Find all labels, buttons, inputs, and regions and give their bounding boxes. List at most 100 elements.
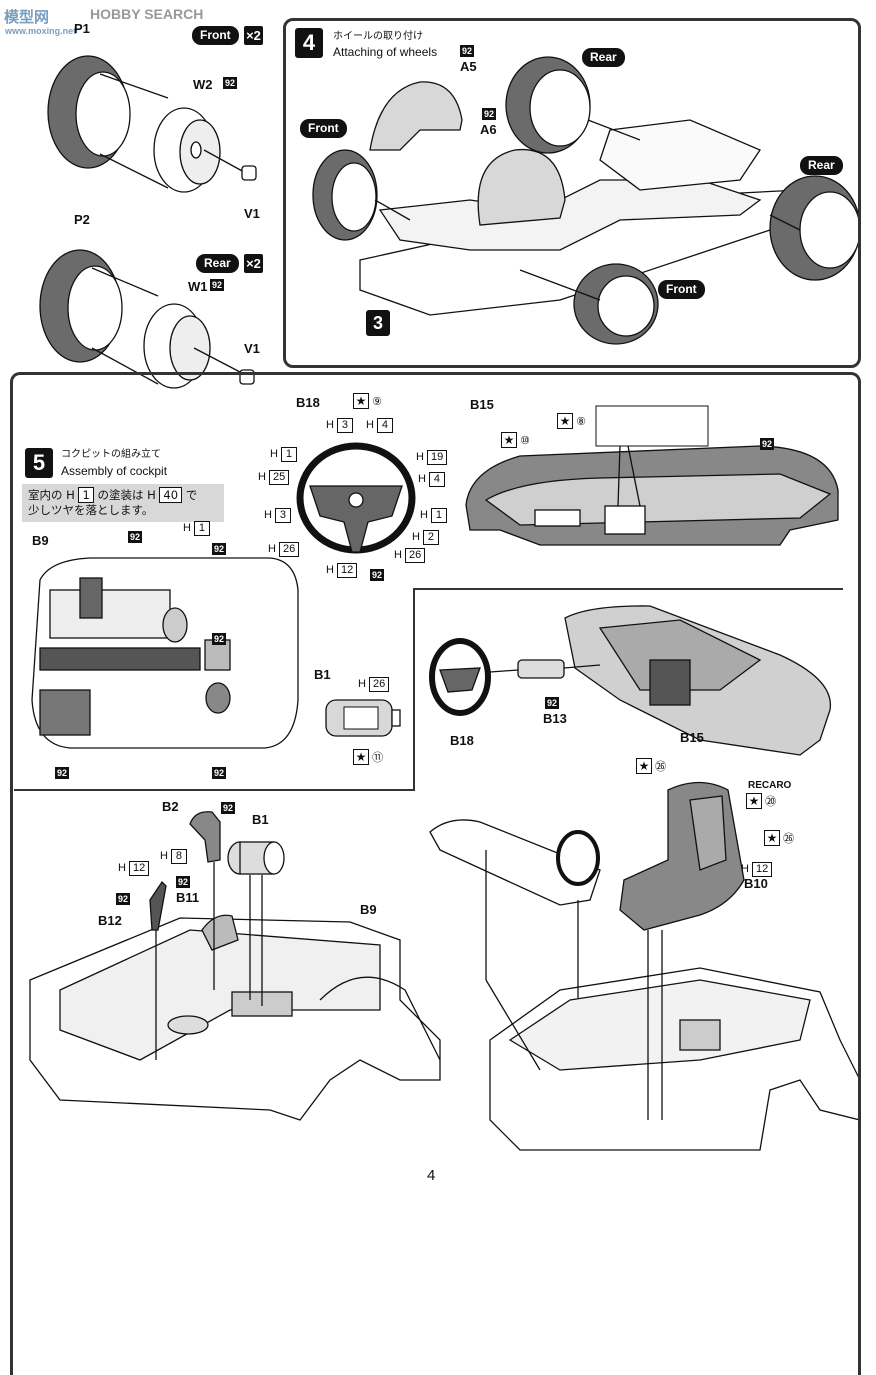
part-b18-label: B18 [296, 395, 320, 410]
dashboard-b15-drawing [465, 405, 839, 546]
assy-b18-label: B18 [450, 733, 474, 748]
watermark-brand: 模型网 [4, 9, 50, 26]
color-code-92: 92 [223, 77, 238, 89]
front-wheel-bottom-drawing [573, 263, 659, 345]
front-badge-bottom: Front [658, 280, 705, 299]
section-divider [14, 789, 414, 791]
decal-star-9: ★ ⑨ [353, 393, 382, 410]
console-b11-drawing [201, 914, 239, 951]
watermark-url: www.moxing.net [5, 26, 77, 36]
rear-wheel-top-drawing [505, 56, 591, 154]
color-code-92: 92 [460, 45, 475, 57]
front-badge: Front [192, 26, 239, 45]
color-code-92: 92 [212, 543, 227, 555]
part-b1-drawing [325, 699, 401, 737]
star-icon: ★ [501, 432, 517, 448]
note-h-letter: H [66, 488, 75, 502]
part-w1-label: W1 [188, 279, 208, 294]
step-4-frame [283, 18, 861, 368]
part-b11-label: B11 [176, 890, 200, 905]
part-a6-label: A6 [480, 122, 497, 137]
assy-b15-label: B15 [680, 730, 704, 745]
section-divider [413, 588, 843, 590]
fender-a6-drawing [477, 148, 566, 226]
note-text-line2: 少しツヤを落とします。 [28, 503, 154, 517]
color-code-92: 92 [760, 438, 775, 450]
part-b15-label: B15 [470, 397, 494, 412]
star-icon: ★ [746, 793, 762, 809]
watermark-brand-en: HOBBY SEARCH [90, 6, 204, 22]
cylinder-b1-drawing [227, 841, 285, 875]
fender-a5-drawing [369, 81, 463, 151]
lower-right-tub-drawing [489, 967, 861, 1151]
quantity-x2-badge: ×2 [244, 26, 263, 45]
wheel-w1-drawing [143, 303, 211, 389]
decal-star-10: ★ ⑩ [501, 432, 530, 449]
part-b9-label: B9 [32, 533, 49, 548]
part-b1-label: B1 [314, 667, 331, 682]
floor-b9-drawing [31, 557, 299, 749]
color-code-92: 92 [545, 697, 560, 709]
part-b10-label: B10 [744, 876, 768, 891]
color-code-92: 92 [210, 279, 225, 291]
decal-star-11: ★ ⑪ [353, 749, 383, 766]
star-icon: ★ [764, 830, 780, 846]
step-5-frame [10, 372, 861, 1375]
part-p1-label: P1 [74, 21, 90, 36]
step-5-title-jp: コクピットの組み立て [61, 449, 161, 460]
step-4-number: 4 [295, 28, 323, 58]
lever-b12-drawing [149, 880, 167, 931]
rear-badge: Rear [196, 254, 239, 273]
chassis-drawing [359, 119, 832, 316]
quantity-x2-badge-rear: ×2 [244, 254, 263, 273]
instruction-line-art [29, 55, 861, 1151]
rear-wheel-right-drawing [769, 175, 861, 281]
note-text-a: 室内の [28, 488, 63, 502]
part-p2-label: P2 [74, 212, 90, 227]
color-code-92: 92 [128, 531, 143, 543]
note-text-c: で [185, 488, 198, 502]
assembly-steering-drawing [429, 638, 601, 716]
rear-badge-top: Rear [582, 48, 625, 67]
note-h1-box: 1 [78, 487, 94, 503]
assy-b13-label: B13 [543, 711, 567, 726]
part-b9-lower-label: B9 [360, 902, 377, 917]
section-divider [413, 588, 415, 791]
part-a5-label: A5 [460, 59, 477, 74]
decal-star-20: ★ ⑳ [746, 793, 776, 810]
star-icon: ★ [353, 749, 369, 765]
wheel-w2-drawing [153, 107, 221, 193]
part-v1-label-bottom: V1 [244, 341, 260, 356]
part-v1-label: V1 [244, 206, 260, 221]
part-w2-label: W2 [193, 77, 213, 92]
page-number: 4 [427, 1167, 436, 1184]
star-icon: ★ [353, 393, 369, 409]
color-code-92: 92 [212, 633, 227, 645]
lower-left-tub-drawing [29, 917, 441, 1121]
decal-star-26-top: ★ ㉖ [636, 758, 666, 775]
tire-p2-drawing [39, 249, 123, 363]
shifter-b2-drawing [189, 811, 221, 863]
tire-p1-drawing [47, 55, 131, 169]
step-4-title-jp: ホイールの取り付け [333, 31, 423, 42]
front-badge-left: Front [300, 119, 347, 138]
steering-wheel-b18-drawing [296, 442, 416, 554]
step-3-reference: 3 [366, 310, 390, 336]
rear-badge-right: Rear [800, 156, 843, 175]
part-b1-lower-label: B1 [252, 812, 269, 827]
color-code-92: 92 [176, 876, 191, 888]
